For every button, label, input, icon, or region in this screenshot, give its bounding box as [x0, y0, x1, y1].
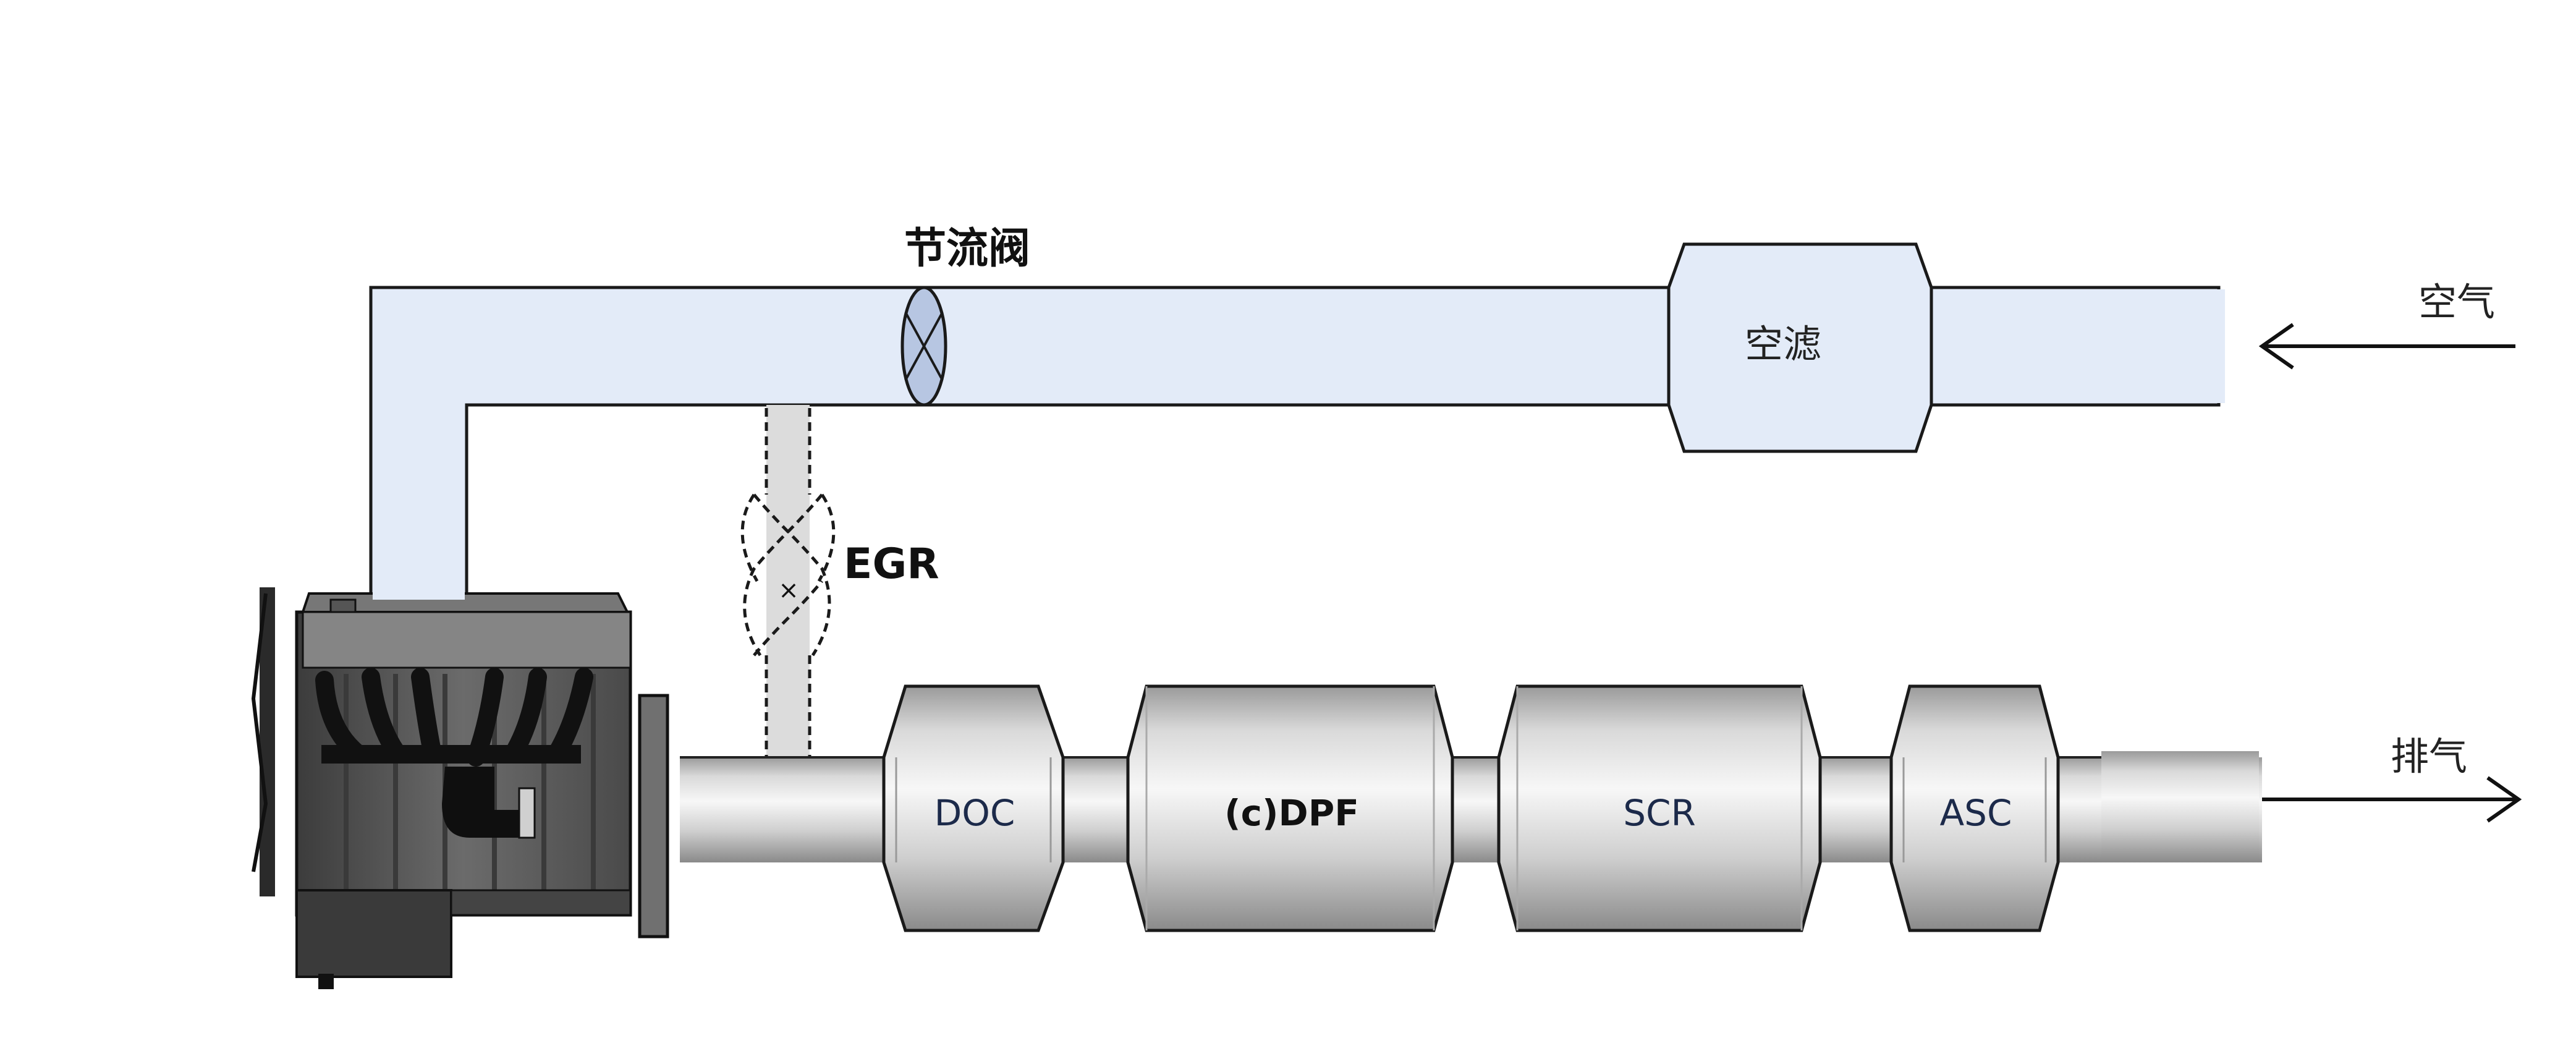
- egr-x-mark: ×: [778, 576, 799, 605]
- asc-catalyst: ASC: [1889, 684, 2060, 932]
- asc-label: ASC: [1940, 792, 2012, 834]
- exhaust-out-label: 排气: [2391, 734, 2467, 779]
- dpf-label: (c)DPF: [1224, 792, 1359, 834]
- throttle-valve: 节流阀: [900, 224, 1030, 407]
- intake-connector: [373, 581, 465, 600]
- dpf-filter: (c)DPF: [1126, 684, 1454, 932]
- egr-label: EGR: [844, 540, 939, 589]
- throttle-label: 节流阀: [904, 224, 1030, 273]
- air-filter: 空滤: [1667, 242, 1933, 453]
- air-filter-label: 空滤: [1745, 321, 1821, 367]
- air-in-label: 空气: [2418, 279, 2495, 325]
- engine-block: [251, 587, 669, 989]
- scr-label: SCR: [1623, 792, 1696, 834]
- intake-pipe: [369, 286, 2225, 611]
- doc-catalyst: DOC: [882, 684, 1065, 932]
- scr-catalyst: SCR: [1497, 684, 1822, 932]
- air-inlet-arrow: 空气: [2258, 279, 2515, 370]
- exhaust-outlet-arrow: 排气: [2262, 734, 2522, 823]
- egr-valve: [740, 408, 836, 757]
- egr-loop: × EGR: [740, 405, 939, 760]
- doc-label: DOC: [934, 792, 1015, 834]
